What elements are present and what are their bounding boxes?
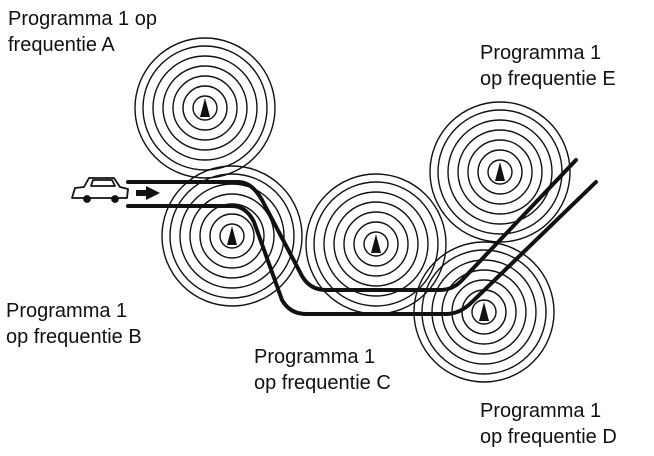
antenna-icon — [227, 226, 237, 245]
label-frequency-b: Programma 1 op frequentie B — [6, 298, 142, 350]
coverage-zone-a — [134, 37, 276, 179]
coverage-ring — [192, 95, 218, 121]
coverage-ring — [313, 181, 439, 307]
antenna-icon — [200, 98, 210, 117]
arrow-right-icon — [136, 186, 160, 200]
label-d-line2: op frequentie D — [480, 426, 617, 448]
coverage-ring — [134, 37, 276, 179]
coverage-ring — [363, 231, 389, 257]
label-b-line1: Programma 1 — [6, 300, 128, 322]
label-frequency-c: Programma 1 op frequentie C — [254, 344, 391, 396]
antenna-icon — [479, 302, 489, 321]
road-edge-lower — [126, 180, 598, 316]
coverage-ring — [333, 201, 419, 287]
label-e-line1: Programma 1 — [480, 42, 602, 64]
coverage-ring — [447, 119, 553, 225]
car-icon — [71, 177, 129, 203]
coverage-ring — [142, 45, 268, 171]
coverage-ring — [487, 159, 513, 185]
label-c-line1: Programma 1 — [254, 346, 376, 368]
label-a-line1: Programma 1 op — [8, 8, 157, 30]
label-a-line2: frequentie A — [8, 34, 115, 56]
coverage-zone-c — [305, 173, 447, 315]
coverage-ring — [169, 173, 295, 299]
road-edge-upper — [126, 158, 578, 292]
coverage-ring — [209, 213, 255, 259]
coverage-ring — [471, 299, 497, 325]
label-c-line2: op frequentie C — [254, 372, 391, 394]
antenna-icon — [495, 162, 505, 181]
label-e-line2: op frequentie E — [480, 68, 616, 90]
coverage-ring — [323, 191, 429, 297]
coverage-ring — [477, 149, 523, 195]
coverage-ring — [182, 85, 228, 131]
coverage-ring — [219, 223, 245, 249]
coverage-ring — [172, 75, 238, 141]
label-b-line2: op frequentie B — [6, 326, 142, 348]
coverage-ring — [353, 221, 399, 267]
coverage-ring — [161, 165, 303, 307]
label-d-line1: Programma 1 — [480, 400, 602, 422]
coverage-zone-e — [429, 101, 571, 243]
antenna-icon — [371, 234, 381, 253]
road — [126, 158, 598, 316]
label-frequency-a: Programma 1 op frequentie A — [8, 6, 157, 58]
coverage-ring — [343, 211, 409, 277]
label-frequency-d: Programma 1 op frequentie D — [480, 398, 617, 450]
coverage-ring — [467, 139, 533, 205]
coverage-ring — [152, 55, 258, 161]
coverage-ring — [189, 193, 275, 279]
coverage-ring — [457, 129, 543, 215]
label-frequency-e: Programma 1 op frequentie E — [480, 40, 616, 92]
coverage-ring — [162, 65, 248, 151]
